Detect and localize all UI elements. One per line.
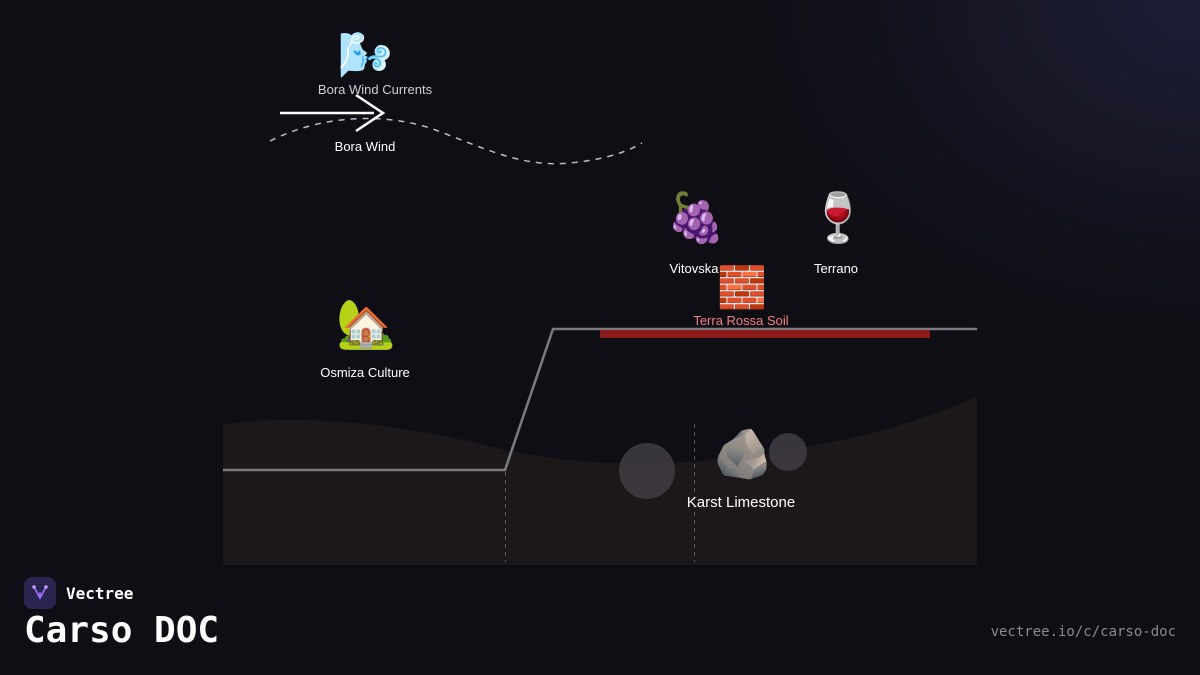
limestone-rock-small: [769, 433, 807, 471]
vitovska-label: Vitovska: [669, 261, 719, 276]
brand: Vectree: [24, 577, 133, 609]
page-title: Carso DOC: [24, 610, 220, 651]
brand-name: Vectree: [66, 583, 134, 603]
wine-glass-icon: 🍷: [808, 190, 868, 246]
wind-face-icon: 🌬️: [337, 30, 393, 81]
karst-label: Karst Limestone: [686, 494, 796, 511]
grapes-icon: 🍇: [666, 190, 726, 246]
arrow-right-icon: [280, 93, 386, 133]
bora-currents-label: Bora Wind Currents: [317, 82, 433, 97]
brick-icon: 🧱: [717, 265, 767, 311]
terra-rossa-band: [600, 330, 930, 338]
terra-rossa-label: Terra Rossa Soil: [693, 313, 789, 328]
osmiza-label: Osmiza Culture: [320, 365, 410, 380]
karst-ground: [223, 396, 977, 565]
terrano-label: Terrano: [813, 261, 859, 276]
house-with-garden-icon: 🏡: [336, 296, 396, 352]
terrain-profile: [223, 327, 977, 472]
rock-icon: 🪨: [713, 426, 773, 482]
vectree-logo-icon: [24, 577, 56, 609]
wind-current-path: [269, 117, 643, 165]
limestone-rock-large: [619, 443, 675, 499]
source-url[interactable]: vectree.io/c/carso-doc: [990, 624, 1176, 640]
bora-wind-label: Bora Wind: [334, 139, 396, 154]
